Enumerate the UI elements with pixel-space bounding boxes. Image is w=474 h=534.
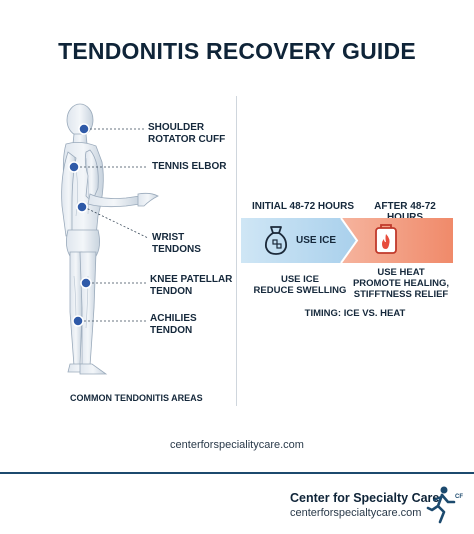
marker-elbow xyxy=(68,161,80,173)
marker-lines xyxy=(76,128,149,322)
marker-wrist xyxy=(76,201,88,213)
header-initial: INITIAL 48-72 HOURS xyxy=(251,201,355,212)
section-divider xyxy=(236,96,237,406)
logo-mark: CF xyxy=(455,494,463,500)
runner-logo-icon: CF xyxy=(426,486,463,524)
marker-achilles xyxy=(72,315,84,327)
page-title: TENDONITIS RECOVERY GUIDE xyxy=(58,38,416,64)
brand-url: centerforspecialtycare.com xyxy=(290,507,422,519)
label-achilles: ACHILIES TENDON xyxy=(150,313,197,336)
ice-description: USE ICE REDUCE SWELLING xyxy=(253,274,347,296)
website-text: centerforspecialitycare.com xyxy=(170,439,304,451)
label-shoulder: SHOULDER ROTATOR CUFF xyxy=(148,122,226,145)
marker-knee xyxy=(80,277,92,289)
label-wrist: WRIST TENDONS xyxy=(152,232,201,255)
footer-divider xyxy=(0,472,474,474)
figure-caption: COMMON TENDONITIS AREAS xyxy=(70,393,203,403)
anatomy-figure xyxy=(61,103,159,375)
timing-label: TIMING: ICE VS. HEAT xyxy=(304,308,406,319)
ice-bag-icon xyxy=(264,226,288,255)
heat-description: USE HEAT PROMOTE HEALING, STIFFTNESS REL… xyxy=(352,267,450,300)
label-knee: KNEE PATELLAR TENDON xyxy=(150,274,233,297)
marker-shoulder xyxy=(78,123,90,135)
header-after: AFTER 48-72 HOURS xyxy=(374,201,436,223)
band-ice-label: USE ICE xyxy=(296,235,337,246)
brand-name: Center for Specialty Care xyxy=(290,491,440,505)
heat-pack-icon xyxy=(375,224,397,254)
label-elbow: TENNIS ELBOR xyxy=(152,161,227,172)
